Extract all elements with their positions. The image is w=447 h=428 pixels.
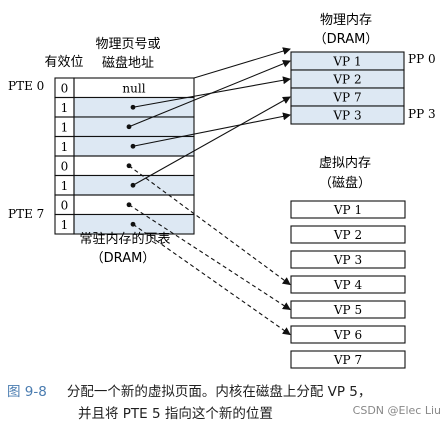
disk-page (290, 250, 406, 269)
valid-bit-value: 1 (61, 121, 69, 135)
valid-bit-value: 1 (61, 218, 69, 232)
disk-page-label: VP 5 (333, 303, 362, 317)
disk-page-label: VP 4 (333, 278, 363, 292)
figure-caption-line1: 图 9-8 分配一个新的虚拟页面。内核在磁盘上分配 VP 5， (7, 380, 371, 400)
memory-mapping-guide (193, 47, 291, 79)
watermark: CSDN @Elec Liu (352, 404, 441, 417)
page-table-row: 0 (54, 155, 195, 177)
page-table-row: 1 (54, 174, 195, 196)
address-cell (73, 213, 195, 235)
address-header-line1: 物理页号或 (95, 37, 160, 52)
resident-row-fill (74, 117, 194, 137)
disk-page-label: VP 6 (333, 328, 362, 342)
disk-page-label: VP 3 (333, 253, 362, 267)
page-table-row: 0 (54, 194, 195, 216)
valid-bit-header: 有效位 (44, 55, 83, 70)
address-cell (73, 155, 195, 177)
disk-page (290, 225, 406, 244)
valid-bit-value: 0 (61, 160, 69, 174)
disk-pointer-arrow (128, 165, 291, 286)
page-table-caption-line2: （DRAM） (91, 251, 156, 266)
pointer-arrows (126, 47, 291, 336)
memory-pointer-arrow (132, 112, 291, 147)
valid-bit-value: 0 (61, 82, 69, 96)
disk-page (290, 300, 406, 319)
virtual-memory-title-line1: 虚拟内存 (319, 155, 371, 171)
physical-page-label: VP 2 (332, 73, 361, 87)
memory-pointer-arrow (132, 96, 291, 186)
valid-bit-value: 1 (61, 140, 69, 154)
pte-7-label: PTE 7 (8, 207, 44, 221)
memory-pointer-arrow (128, 59, 291, 128)
page-table-row: 0 null (54, 77, 195, 99)
figure-number: 图 9-8 (7, 384, 47, 400)
disk-page-label: VP 7 (333, 353, 362, 367)
disk-page-label: VP 1 (333, 203, 362, 217)
disk-page (290, 350, 406, 369)
address-cell (73, 194, 195, 216)
valid-bit-value: 1 (61, 179, 69, 193)
valid-bit-value: 0 (61, 199, 69, 213)
figure-caption-text: 分配一个新的虚拟页面。内核在磁盘上分配 VP 5， (66, 384, 372, 400)
address-value: null (122, 82, 145, 96)
physical-memory: VP 1 VP 2 VP 7 VP 3 (290, 51, 405, 125)
page-table-caption-line1: 常驻内存的页表 (79, 231, 170, 247)
page-table-row: 1 (54, 116, 195, 138)
disk-page (290, 200, 406, 219)
virtual-memory-disk: VP 1 VP 2 VP 3 VP 4 VP 5 VP 6 VP 7 (290, 200, 406, 369)
physical-page-label: VP 7 (332, 91, 361, 105)
valid-bit-value: 1 (61, 101, 69, 115)
physical-memory-title-line1: 物理内存 (320, 12, 372, 28)
physical-page (290, 105, 405, 125)
virtual-memory-title-line2: （磁盘） (319, 175, 371, 191)
pp-0-label: PP 0 (408, 52, 436, 66)
pte-0-label: PTE 0 (8, 79, 44, 93)
pp-3-label: PP 3 (408, 107, 436, 121)
disk-page (290, 325, 406, 344)
disk-page-label: VP 2 (333, 228, 362, 242)
physical-memory-title-line2: （DRAM） (314, 32, 379, 47)
page-table: 0 null 1 1 1 0 1 0 1 (54, 77, 195, 235)
physical-page-label: VP 3 (332, 109, 361, 123)
disk-page (290, 275, 406, 294)
address-header-line2: 磁盘地址 (102, 55, 154, 71)
page-table-row: 1 (54, 135, 195, 157)
physical-page-label: VP 1 (332, 55, 361, 69)
figure-caption-line2: 并且将 PTE 5 指向这个新的位置 (78, 406, 273, 422)
disk-pointer-arrow (132, 223, 291, 336)
